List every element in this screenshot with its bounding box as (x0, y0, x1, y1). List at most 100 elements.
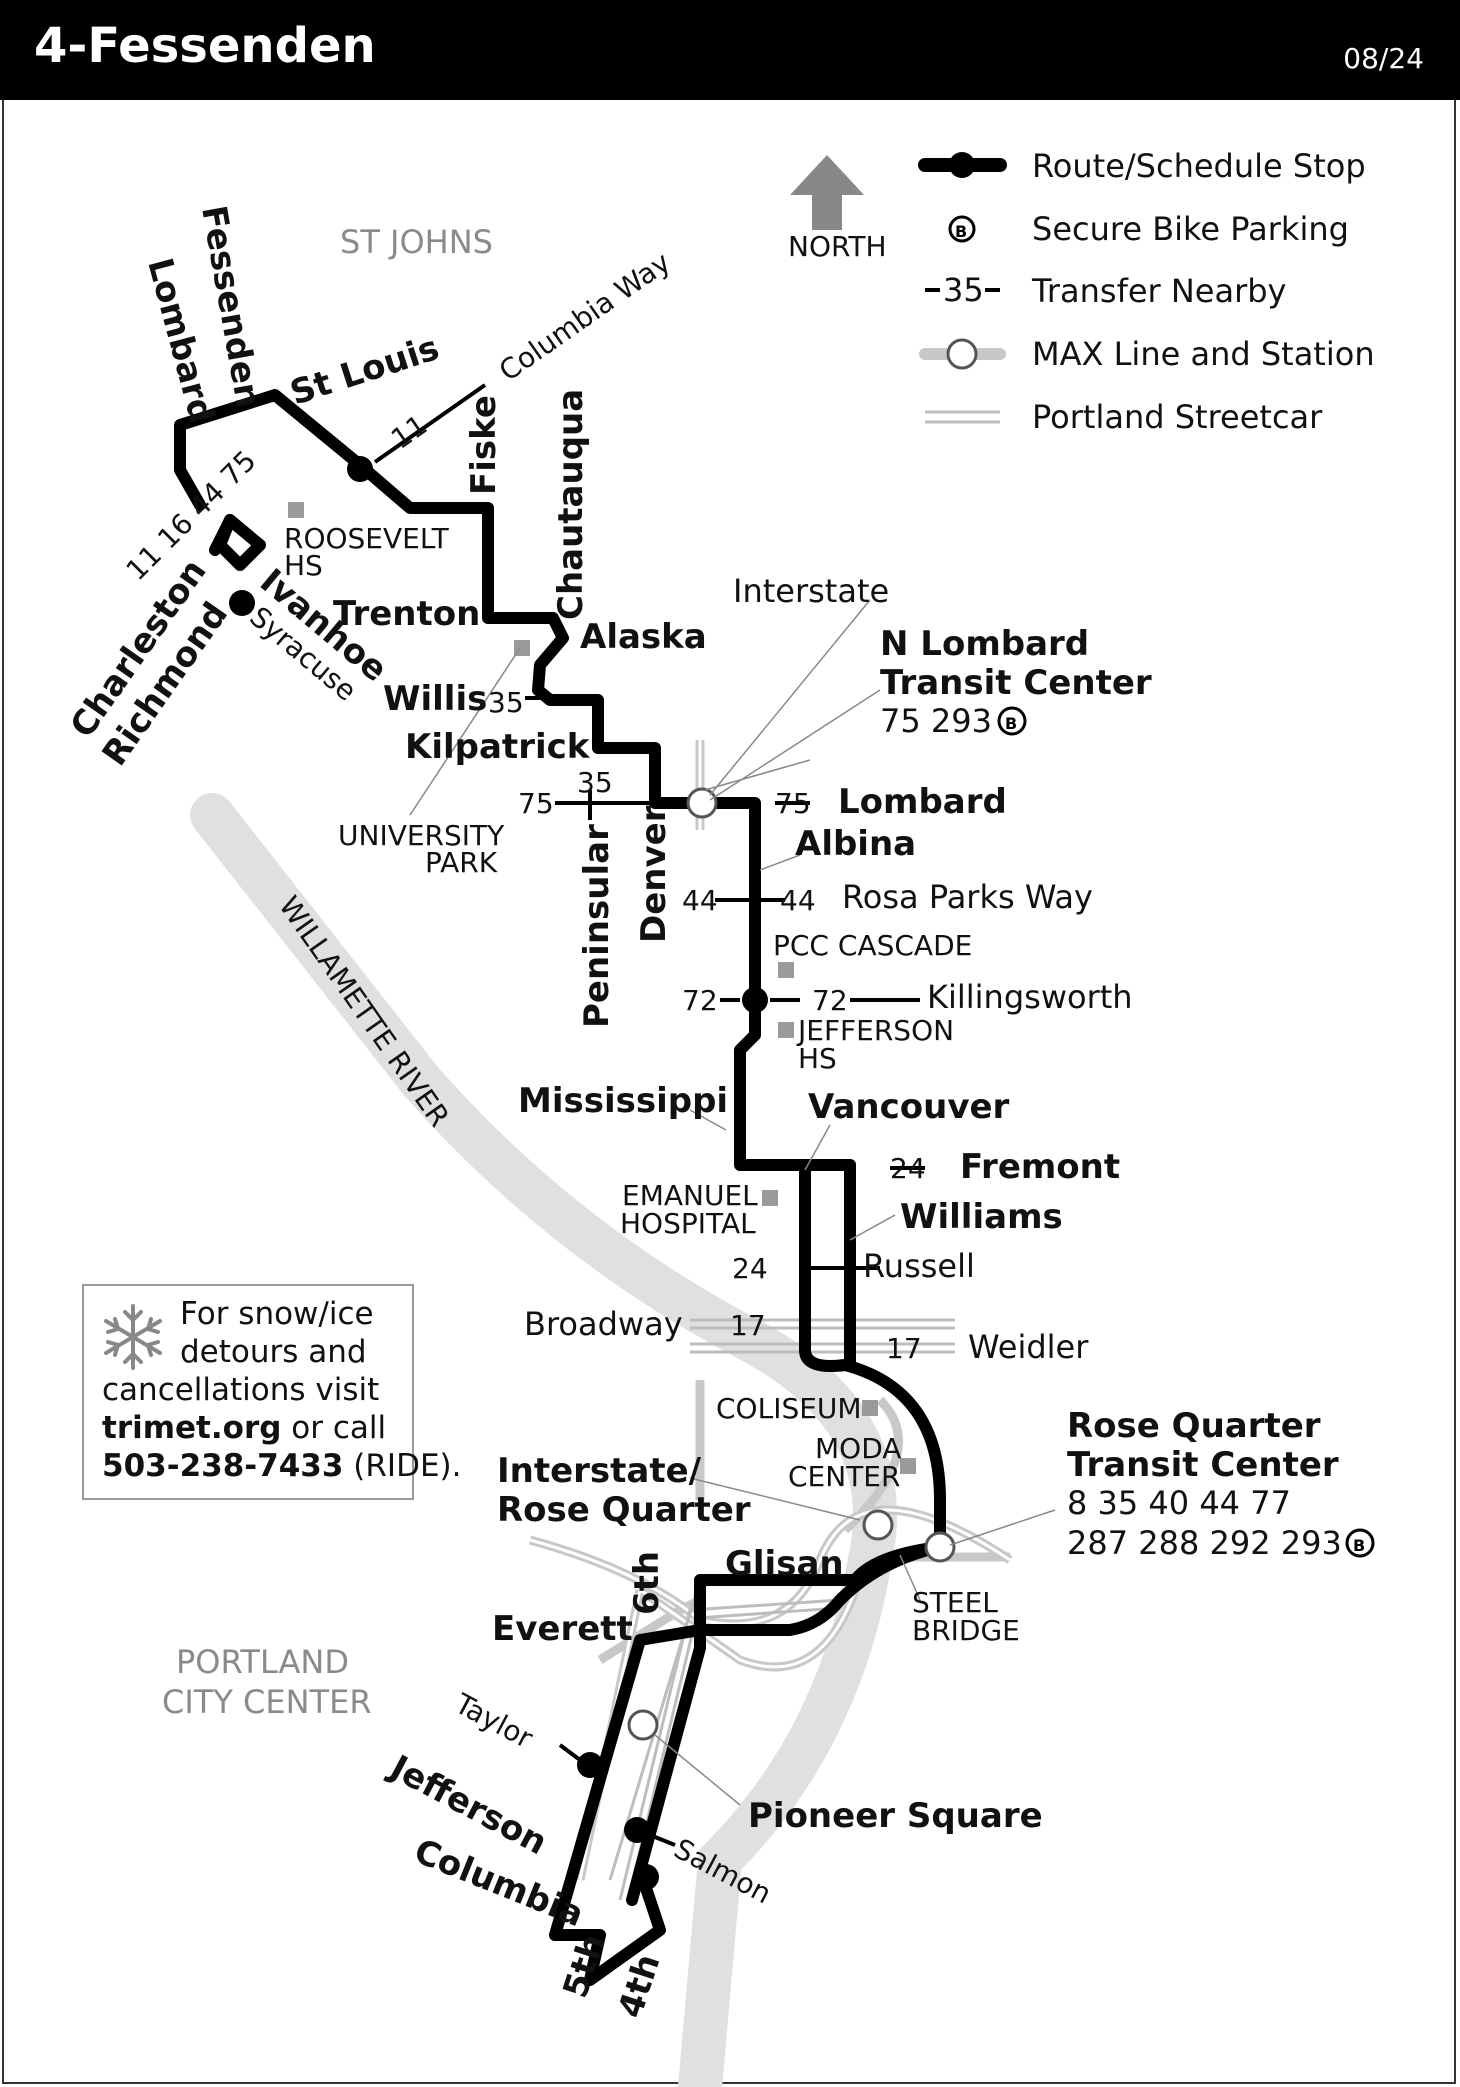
snowflake-icon (104, 1304, 162, 1370)
street-mississippi: Mississippi (518, 1081, 728, 1121)
station-rose-2: Transit Center (1067, 1445, 1339, 1485)
willamette-river (190, 793, 897, 2087)
transfer-35-kilpatrick: 35 (577, 766, 613, 799)
route-line (174, 389, 946, 1986)
street-jefferson: Jefferson (382, 1747, 553, 1863)
station-rose-routes-2: 287 288 292 293 (1067, 1524, 1342, 1562)
street-taylor: Taylor (449, 1687, 539, 1756)
legend-route-stop-label: Route/Schedule Stop (1032, 147, 1366, 185)
street-denver: Denver (634, 805, 674, 943)
bike-icon-rose-quarter: B (1345, 1528, 1375, 1558)
north-label: NORTH (788, 230, 887, 263)
snow-line-1: For snow/ice (180, 1296, 374, 1332)
street-albina: Albina (795, 824, 916, 864)
street-peninsular: Peninsular (577, 824, 617, 1028)
legend-route-stop: Route/Schedule Stop (918, 147, 1366, 185)
ride-phone[interactable]: 503-238-7433 (102, 1448, 344, 1484)
street-killingsworth: Killingsworth (927, 978, 1133, 1016)
route-stops (229, 456, 768, 1890)
landmark-emanuel-2: HOSPITAL (620, 1207, 756, 1240)
legend-transfer-label: Transfer Nearby (1031, 272, 1286, 310)
landmark-roosevelt-1: ROOSEVELT (284, 522, 450, 555)
legend-max: MAX Line and Station (919, 335, 1375, 373)
bike-glyph-n-lombard: B (1005, 714, 1017, 733)
street-everett: Everett (492, 1609, 633, 1649)
stop-salmon (624, 1817, 650, 1843)
street-glisan: Glisan (725, 1544, 844, 1584)
snow-line-5: 503-238-7433 (RIDE). (102, 1448, 461, 1484)
street-fremont: Fremont (960, 1147, 1120, 1187)
street-vancouver: Vancouver (808, 1087, 1010, 1127)
street-st-louis: St Louis (285, 328, 444, 414)
transfer-44-w: 44 (682, 884, 718, 917)
transfer-17-e: 17 (886, 1332, 922, 1365)
street-russell: Russell (863, 1247, 975, 1285)
station-irq-2: Rose Quarter (497, 1490, 751, 1530)
map-frame (2, 100, 1456, 2084)
station-pioneer: Pioneer Square (748, 1796, 1043, 1836)
legend-streetcar: Portland Streetcar (925, 398, 1323, 436)
street-columbia-way: Columbia Way (493, 246, 676, 388)
landmark-pcc: PCC CASCADE (773, 929, 972, 962)
legend: NORTH Route/Schedule Stop B Secure Bike … (788, 147, 1375, 436)
street-fiske: Fiske (464, 395, 504, 495)
station-rose-routes-1: 8 35 40 44 77 (1067, 1484, 1291, 1522)
street-weidler: Weidler (968, 1328, 1089, 1366)
station-n-lombard-2: Transit Center (880, 663, 1152, 703)
snow-line-4-text: or call (281, 1410, 387, 1446)
transfer-72-e: 72 (812, 984, 848, 1017)
street-6th: 6th (627, 1551, 667, 1615)
street-rosa-parks: Rosa Parks Way (842, 878, 1093, 916)
station-rose-1: Rose Quarter (1067, 1406, 1321, 1446)
north-arrow: NORTH (788, 155, 887, 263)
station-n-lombard (686, 787, 718, 819)
legend-streetcar-label: Portland Streetcar (1032, 398, 1323, 436)
legend-transfer: 35 Transfer Nearby (925, 271, 1286, 310)
landmark-univ-1: UNIVERSITY (338, 819, 505, 852)
landmark-jefferson-2: HS (798, 1042, 837, 1075)
legend-bike-label: Secure Bike Parking (1032, 210, 1349, 248)
snow-line-3: cancellations visit (102, 1372, 380, 1408)
river-label: WILLAMETTE RIVER (272, 890, 456, 1133)
snow-notice: For snow/ice detours and cancellations v… (82, 1284, 461, 1500)
street-interstate: Interstate (733, 572, 889, 610)
street-williams: Williams (900, 1197, 1063, 1237)
area-portland: PORTLAND (176, 1643, 349, 1681)
transfer-17-w: 17 (730, 1309, 766, 1342)
stop-taylor (577, 1752, 603, 1778)
street-willis: Willis (383, 679, 487, 719)
legend-transfer-num: 35 (943, 271, 984, 309)
bike-glyph: B (955, 222, 967, 241)
transfer-ticks (373, 383, 925, 1847)
landmark-emanuel-1: EMANUEL (622, 1179, 758, 1212)
station-rose-quarter (924, 1531, 956, 1563)
station-n-lombard-routes: 75 293 (880, 702, 992, 740)
street-columbia: Columbia (409, 1831, 590, 1935)
map-date: 08/24 (1343, 42, 1424, 75)
landmark-moda-1: MODA (815, 1432, 901, 1465)
landmark-roosevelt-2: HS (284, 549, 323, 582)
legend-max-label: MAX Line and Station (1032, 335, 1375, 373)
transfer-72-w: 72 (682, 984, 718, 1017)
transfer-24-w: 24 (732, 1252, 768, 1285)
trimet-link[interactable]: trimet.org (102, 1410, 282, 1446)
snow-line-4: trimet.org or call (102, 1410, 386, 1446)
street-chautauqua: Chautauqua (551, 389, 591, 620)
leader-lines (409, 599, 1056, 1806)
landmark-jefferson-1: JEFFERSON (796, 1014, 954, 1047)
landmark-steel-2: BRIDGE (912, 1614, 1020, 1647)
landmark-coliseum: COLISEUM (716, 1392, 862, 1425)
landmark-steel-1: STEEL (912, 1586, 998, 1619)
station-pioneer-square (627, 1709, 659, 1741)
snow-line-5-text: (RIDE). (343, 1448, 462, 1484)
area-st-johns: ST JOHNS (340, 223, 493, 261)
street-alaska: Alaska (580, 617, 707, 657)
stop-killingsworth (742, 987, 768, 1013)
transfer-44-e: 44 (780, 884, 816, 917)
transfer-75-e: 75 (775, 787, 811, 820)
street-trenton: Trenton (333, 594, 480, 634)
transfer-75-w: 75 (518, 787, 554, 820)
max-stations (627, 787, 956, 1741)
map-header: 4-Fessenden 08/24 (0, 0, 1460, 100)
